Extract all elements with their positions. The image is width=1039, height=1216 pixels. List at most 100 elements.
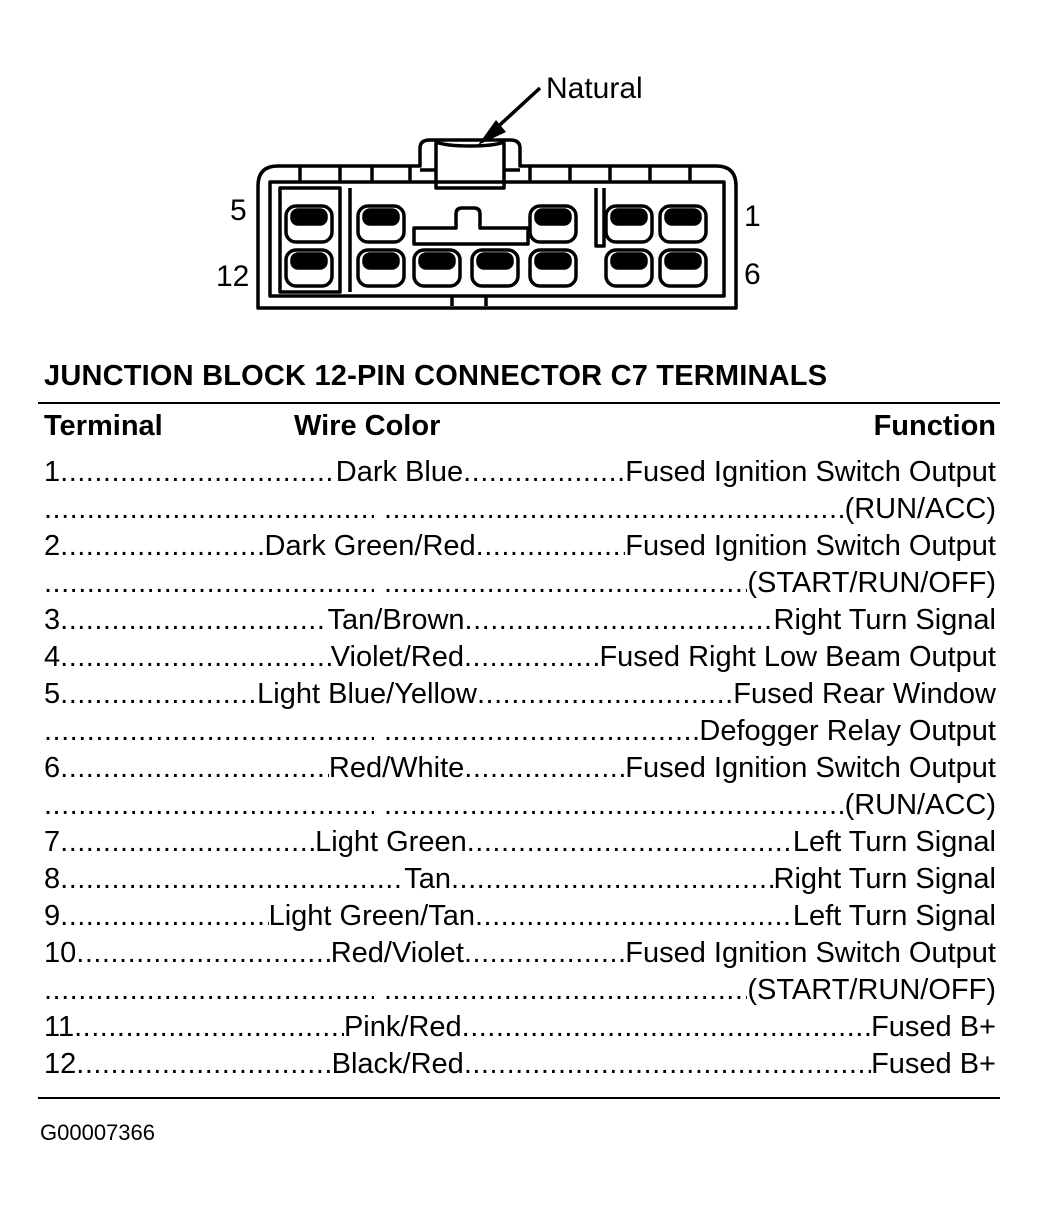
terminal-10 [412, 248, 462, 288]
table-row: (START/RUN/OFF) [44, 974, 996, 1011]
terminal-number: 5 [44, 678, 61, 710]
wire-color: Black/Red [331, 1048, 464, 1080]
leader-dots [60, 604, 327, 637]
wire-color: Pink/Red [343, 1011, 462, 1043]
leader-dots [463, 456, 625, 489]
leader-dots [384, 974, 747, 1007]
function: (START/RUN/OFF) [747, 567, 996, 599]
table-row: 5Light Blue/YellowFused Rear Window [44, 678, 996, 715]
table-row: 3Tan/BrownRight Turn Signal [44, 604, 996, 641]
wire-color: Violet/Red [330, 641, 464, 673]
terminal-number: 2 [44, 530, 61, 562]
leader-dots [451, 863, 774, 896]
pin-label-bottom-right: 6 [744, 258, 761, 291]
function: Right Turn Signal [773, 863, 996, 895]
leader-dots [76, 937, 330, 970]
figure-id: G00007366 [40, 1120, 155, 1145]
wire-color: Light Green/Tan [268, 900, 475, 932]
leader-dots [465, 604, 774, 637]
terminal-4 [356, 204, 406, 244]
leader-dots [60, 752, 329, 785]
leader-dots [74, 1011, 344, 1044]
terminal-1 [658, 204, 708, 244]
locking-latch [434, 140, 506, 190]
table-row: 12 Black/Red Fused B+ [44, 1048, 996, 1085]
terminal-number: 12 [44, 1048, 77, 1080]
pin-label-top-right: 1 [744, 200, 761, 233]
connector-housing [256, 138, 738, 310]
function: Left Turn Signal [792, 826, 996, 858]
terminal-12 [284, 248, 334, 288]
function: Fused B+ [871, 1011, 996, 1043]
wire-color: Tan/Brown [327, 604, 465, 636]
terminal-6 [658, 248, 708, 288]
leader-dots [60, 900, 268, 933]
leader-dots [44, 493, 374, 526]
leader-dots [384, 789, 845, 822]
leader-dots [464, 1048, 871, 1081]
table-row: 9 Light Green/Tan Left Turn Signal [44, 900, 996, 937]
wire-color: Red/White [328, 752, 465, 784]
center-key [412, 206, 530, 246]
bottom-rule [38, 1097, 1000, 1099]
function: Left Turn Signal [792, 900, 996, 932]
table-row: 8TanRight Turn Signal [44, 863, 996, 900]
leader-dots [384, 567, 747, 600]
terminal-number: 1 [44, 456, 61, 488]
callout-arrow [478, 86, 542, 145]
leader-dots [384, 493, 845, 526]
leader-dots [464, 641, 599, 674]
function: Fused Right Low Beam Output [599, 641, 996, 673]
table-row: (RUN/ACC) [44, 493, 996, 530]
function: (START/RUN/OFF) [747, 974, 996, 1006]
table-row: 2 Dark Green/Red Fused Ignition Switch Out… [44, 530, 996, 567]
function: Fused Ignition Switch Output [625, 456, 996, 488]
leader-dots [384, 715, 699, 748]
table-row: 7Light GreenLeft Turn Signal [44, 826, 996, 863]
terminal-number: 11 [44, 1011, 75, 1043]
leader-dots [464, 752, 625, 785]
function: Fused B+ [871, 1048, 996, 1080]
pin-label-bottom-left: 12 [216, 260, 249, 293]
function: Fused Ignition Switch Output [625, 937, 996, 969]
terminal-7 [604, 248, 654, 288]
leader-dots [60, 641, 331, 674]
table-row: 6Red/WhiteFused Ignition Switch Output [44, 752, 996, 789]
terminal-11 [356, 248, 406, 288]
wire-color: Dark Green/Red [264, 530, 476, 562]
terminal-5 [284, 204, 334, 244]
terminal-number: 9 [44, 900, 61, 932]
terminal-table: 1Dark BlueFused Ignition Switch Output(R… [44, 456, 996, 1085]
wire-color: Light Green [315, 826, 467, 858]
leader-dots [477, 678, 733, 711]
function: (RUN/ACC) [844, 493, 996, 525]
function: Fused Rear Window [733, 678, 996, 710]
table-row: Defogger Relay Output [44, 715, 996, 752]
header-function: Function [873, 410, 996, 442]
leader-dots [60, 678, 257, 711]
leader-dots [60, 456, 336, 489]
table-row: 4 Violet/Red Fused Right Low Beam Output [44, 641, 996, 678]
terminal-number: 10 [44, 937, 77, 969]
leader-dots [476, 530, 626, 563]
leader-dots [467, 826, 793, 859]
terminal-number: 4 [44, 641, 61, 673]
terminal-3 [528, 204, 578, 244]
function: Fused Ignition Switch Output [625, 530, 996, 562]
table-title: JUNCTION BLOCK 12-PIN CONNECTOR C7 TERMI… [44, 360, 828, 392]
terminal-number: 8 [44, 863, 61, 895]
table-row: (RUN/ACC) [44, 789, 996, 826]
table-header: Terminal Wire Color Function [44, 410, 996, 450]
leader-dots [60, 530, 264, 563]
table-row: 1Dark BlueFused Ignition Switch Output [44, 456, 996, 493]
top-rule [38, 402, 1000, 404]
table-row: (START/RUN/OFF) [44, 567, 996, 604]
leader-dots [44, 715, 374, 748]
header-wire-color: Wire Color [294, 410, 441, 442]
leader-dots [60, 863, 404, 896]
function: Right Turn Signal [773, 604, 996, 636]
header-terminal: Terminal [44, 410, 163, 442]
leader-dots [76, 1048, 331, 1081]
callout-label: Natural [546, 72, 643, 105]
function: Fused Ignition Switch Output [625, 752, 996, 784]
